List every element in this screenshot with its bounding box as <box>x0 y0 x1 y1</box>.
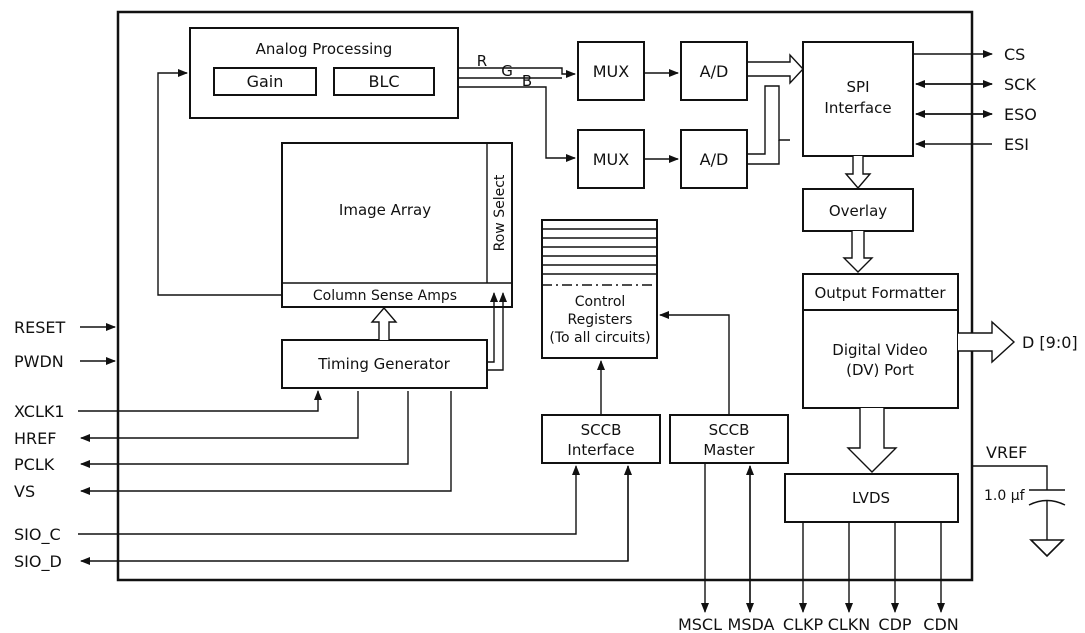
pin-cdn: CDN <box>923 615 958 633</box>
pin-pwdn: PWDN <box>14 352 64 371</box>
analog-processing-block: Analog Processing Gain BLC <box>189 27 459 119</box>
d-bus-arrow <box>958 320 1016 364</box>
analog-processing-label: Analog Processing <box>256 40 393 58</box>
overlay-label: Overlay <box>829 202 887 220</box>
feedback-line <box>157 69 282 296</box>
channel-b-label: B <box>522 72 532 90</box>
control-registers-label-line2: Registers <box>568 312 633 328</box>
spi-label-line2: Interface <box>824 99 891 117</box>
capacitor-value-label: 1.0 µf <box>984 488 1026 504</box>
mux-top-box <box>577 41 645 101</box>
blc-box <box>333 67 435 96</box>
control-registers-label-line1: Control <box>575 294 626 310</box>
gain-label: Gain <box>247 72 284 91</box>
ad-top-box <box>680 41 748 101</box>
pin-mscl: MSCL <box>678 615 722 633</box>
image-array-label: Image Array <box>339 201 431 219</box>
pin-pclk: PCLK <box>14 455 55 474</box>
output-formatter-box <box>802 273 959 311</box>
vref-label: VREF <box>986 443 1027 462</box>
control-registers-block: Control Registers (To all circuits) <box>541 219 658 359</box>
pin-reset: RESET <box>14 318 65 337</box>
pin-cs: CS <box>1004 45 1025 64</box>
pin-clkp: CLKP <box>783 615 824 633</box>
lvds-label: LVDS <box>852 489 890 507</box>
sccb-interface-label-line2: Interface <box>567 441 634 459</box>
output-formatter-label: Output Formatter <box>814 284 946 302</box>
pin-sio-c: SIO_C <box>14 525 61 545</box>
vref-capacitor: VREF 1.0 µf <box>972 443 1066 558</box>
pin-sck: SCK <box>1004 75 1036 94</box>
blc-label: BLC <box>368 72 399 91</box>
ad-top-label: A/D <box>700 62 729 81</box>
column-sense-amps-label: Column Sense Amps <box>313 288 457 304</box>
pin-xclk1: XCLK1 <box>14 402 65 421</box>
digital-video-label-line1: Digital Video <box>832 341 927 359</box>
timing-generator-box <box>281 339 488 389</box>
image-array-block: Image Array Row Select Column Sense Amps <box>281 142 513 308</box>
sccb-master-label-line2: Master <box>703 441 755 459</box>
channel-r-label: R <box>477 52 487 70</box>
mux-bottom-box <box>577 129 645 189</box>
pin-esi: ESI <box>1004 135 1029 154</box>
control-registers-label-line3: (To all circuits) <box>549 330 650 346</box>
row-select-label: Row Select <box>492 174 508 251</box>
pin-cdp: CDP <box>878 615 911 633</box>
sccb-master-box <box>669 414 789 464</box>
timing-to-column-arrow <box>370 306 398 340</box>
pin-href: HREF <box>14 429 56 448</box>
d-bus-label: D [9:0] <box>1022 333 1078 352</box>
pin-vs: VS <box>14 482 35 501</box>
digital-video-port-box <box>802 309 959 409</box>
timing-generator-label: Timing Generator <box>317 355 450 373</box>
dv-to-lvds-arrow <box>846 408 898 473</box>
overlay-to-formatter-arrow <box>842 231 874 273</box>
ad-bottom-label: A/D <box>700 150 729 169</box>
sccb-interface-box <box>541 414 661 464</box>
rgb-channel-lines: R G B <box>458 52 576 162</box>
spi-label-line1: SPI <box>847 78 870 96</box>
sccb-interface-label-line1: SCCB <box>581 421 622 439</box>
pin-eso: ESO <box>1004 105 1037 124</box>
pin-clkn: CLKN <box>828 615 871 633</box>
pin-sio-d: SIO_D <box>14 552 62 572</box>
mux-bottom-label: MUX <box>593 150 630 169</box>
channel-g-label: G <box>501 62 513 80</box>
digital-video-label-line2: (DV) Port <box>846 361 914 379</box>
ad-bottom-box <box>680 129 748 189</box>
left-pin-lines <box>78 323 632 565</box>
mux-top-label: MUX <box>593 62 630 81</box>
lvds-box <box>784 473 959 523</box>
pin-msda: MSDA <box>728 615 775 633</box>
sccb-master-label-line1: SCCB <box>709 421 750 439</box>
gain-box <box>213 67 317 96</box>
